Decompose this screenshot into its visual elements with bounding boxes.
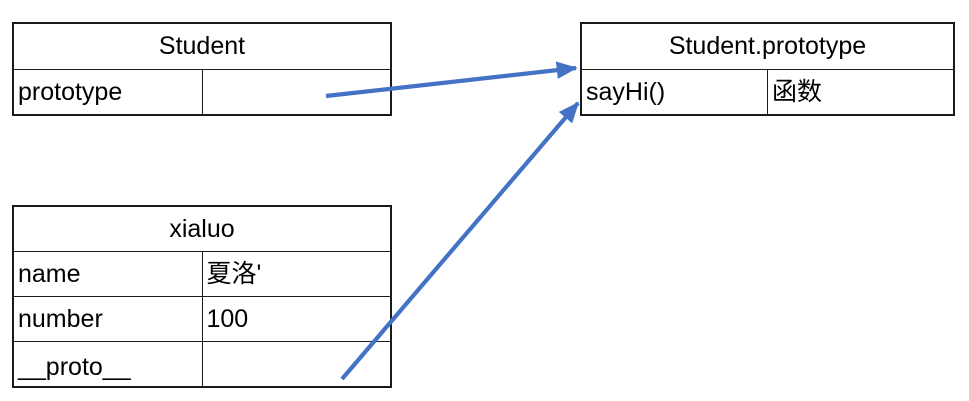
table-row: Student.prototype bbox=[582, 24, 953, 70]
cell-key-prototype: prototype bbox=[14, 68, 203, 114]
table-row: xialuo bbox=[14, 207, 390, 252]
table-row: Student bbox=[14, 24, 390, 70]
cell-key-name: name bbox=[14, 250, 203, 297]
cell-value-sayhi: 函数 bbox=[767, 68, 953, 114]
cell-value-prototype bbox=[201, 68, 390, 114]
table-row: sayHi() 函数 bbox=[582, 68, 953, 114]
table-title-student: Student bbox=[14, 24, 390, 70]
table-title-student-prototype: Student.prototype bbox=[582, 24, 953, 70]
cell-value-proto bbox=[201, 341, 390, 386]
cell-key-sayhi: sayHi() bbox=[582, 68, 768, 114]
table-student: Student prototype bbox=[12, 22, 392, 116]
table-row: name 夏洛' bbox=[14, 250, 390, 297]
cell-value-name: 夏洛' bbox=[201, 250, 390, 297]
table-row: __proto__ bbox=[14, 341, 390, 386]
cell-key-number: number bbox=[14, 295, 203, 343]
table-xialuo: xialuo name 夏洛' number 100 __proto__ bbox=[12, 205, 392, 388]
table-row: number 100 bbox=[14, 295, 390, 343]
cell-value-number: 100 bbox=[201, 295, 390, 343]
table-row: prototype bbox=[14, 68, 390, 114]
table-student-prototype: Student.prototype sayHi() 函数 bbox=[580, 22, 955, 116]
cell-key-proto-text: __proto__ bbox=[18, 352, 131, 381]
table-title-xialuo: xialuo bbox=[14, 207, 390, 252]
cell-key-proto: __proto__ bbox=[14, 341, 203, 386]
